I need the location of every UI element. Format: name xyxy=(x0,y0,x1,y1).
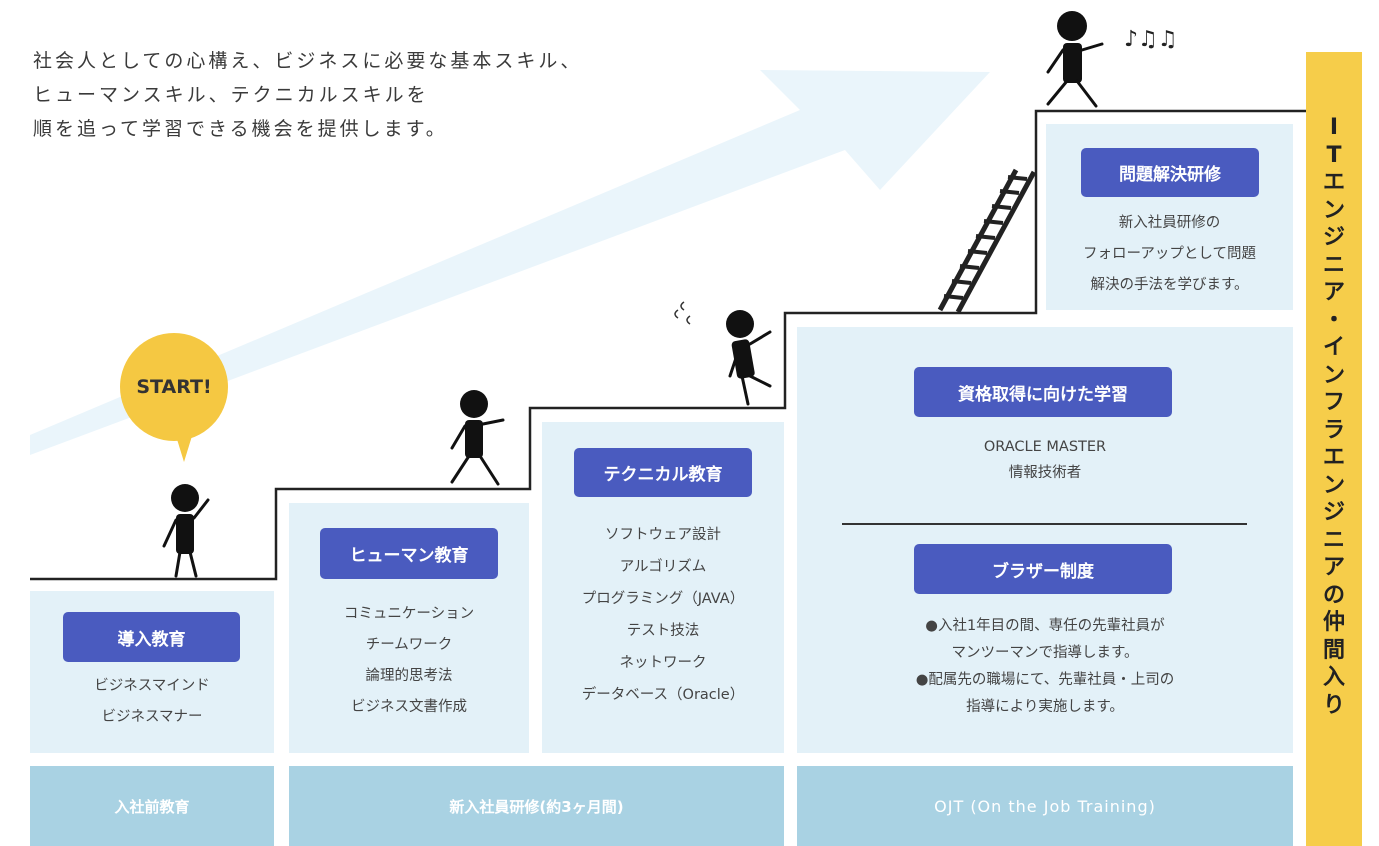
side-banner-char: ニ xyxy=(1322,252,1345,278)
side-banner-char: ジ xyxy=(1322,225,1345,250)
sweat-icon xyxy=(674,301,691,325)
phase-ojt: OJT (On the Job Training) xyxy=(797,766,1293,846)
ladder-icon xyxy=(937,168,1037,314)
side-banner-char: の xyxy=(1322,582,1345,608)
step-title-problem: 問題解決研修 xyxy=(1081,148,1259,197)
music-notes-icon: ♪♫♫ xyxy=(1124,27,1178,52)
person-icon-climbing xyxy=(726,310,772,406)
growth-arrow xyxy=(30,70,990,455)
step-title-brother: ブラザー制度 xyxy=(914,544,1172,594)
step-human-edu: ヒューマン教育 コミュニケーション チームワーク 論理的思考法 ビジネス文書作成 xyxy=(289,503,529,753)
ladder-rungs xyxy=(943,175,1028,300)
step-items-intro-edu: ビジネスマインド ビジネスマナー xyxy=(30,671,274,733)
side-banner-char: ラ xyxy=(1322,417,1345,443)
list-item: ●配属先の職場にて、先輩社員・上司の xyxy=(915,672,1175,688)
divider xyxy=(842,523,1247,525)
side-banner-char: ニ xyxy=(1322,527,1345,553)
step-items-human-edu: コミュニケーション チームワーク 論理的思考法 ビジネス文書作成 xyxy=(289,599,529,723)
start-label: START! xyxy=(136,376,212,398)
side-banner-char: ン xyxy=(1322,362,1345,388)
list-item: ソフトウェア設計 xyxy=(605,527,721,543)
list-item: 指導により実施します。 xyxy=(966,699,1124,715)
step-tech-edu: テクニカル教育 ソフトウェア設計 アルゴリズム プログラミング（JAVA） テス… xyxy=(542,422,784,753)
side-banner-char: イ xyxy=(1322,335,1345,360)
step-ojt: 資格取得に向けた学習 ORACLE MASTER 情報技術者 ブラザー制度 ●入… xyxy=(797,327,1293,753)
step-title-cert: 資格取得に向けた学習 xyxy=(914,367,1172,417)
person-icon-walking xyxy=(450,390,505,486)
step-intro-edu: 導入教育 ビジネスマインド ビジネスマナー xyxy=(30,591,274,753)
list-item: テスト技法 xyxy=(626,623,700,639)
list-item: 新入社員研修の xyxy=(1118,215,1221,231)
step-title-human-edu: ヒューマン教育 xyxy=(320,528,498,579)
person-icon-top xyxy=(1046,11,1104,108)
side-banner-char: 仲 xyxy=(1322,610,1345,635)
intro-line-1: 社会人としての心構え、ビジネスに必要な基本スキル、 xyxy=(33,50,583,72)
side-banner-char: ・ xyxy=(1322,307,1345,333)
side-banner-char: 入 xyxy=(1322,665,1345,690)
side-banner-char: エ xyxy=(1322,170,1345,195)
side-banner-char: り xyxy=(1322,692,1345,718)
step-problem: 問題解決研修 新入社員研修の フォローアップとして問題 解決の手法を学びます。 xyxy=(1046,124,1293,310)
side-banner-char: ア xyxy=(1322,555,1345,580)
list-item: フォローアップとして問題 xyxy=(1083,246,1256,262)
list-item: コミュニケーション xyxy=(343,606,475,622)
side-banner-char: ジ xyxy=(1322,500,1345,525)
list-item: 論理的思考法 xyxy=(365,668,453,684)
step-items-cert: ORACLE MASTER 情報技術者 xyxy=(797,434,1293,486)
list-item: プログラミング（JAVA） xyxy=(581,591,745,607)
step-title-tech-edu: テクニカル教育 xyxy=(574,448,752,497)
list-item: チームワーク xyxy=(365,637,453,653)
list-item: データベース（Oracle） xyxy=(581,687,745,703)
side-banner-char: ン xyxy=(1322,197,1345,223)
step-title-intro-edu: 導入教育 xyxy=(63,612,240,662)
side-banner-char: ン xyxy=(1322,472,1345,498)
list-item: マンツーマンで指導します。 xyxy=(951,645,1139,661)
intro-text: 社会人としての心構え、ビジネスに必要な基本スキル、 ヒューマンスキル、テクニカル… xyxy=(33,44,582,146)
list-item: ビジネスマインド xyxy=(94,678,210,694)
person-icon-start xyxy=(162,484,210,578)
stair-line xyxy=(30,109,1310,581)
list-item: ビジネス文書作成 xyxy=(351,699,467,715)
side-banner-char: エ xyxy=(1322,445,1345,470)
side-banner-char: フ xyxy=(1322,390,1345,415)
phase-pre: 入社前教育 xyxy=(30,766,274,846)
start-bubble: START! xyxy=(120,333,228,441)
intro-line-3: 順を追って学習できる機会を提供します。 xyxy=(33,118,448,140)
step-items-tech-edu: ソフトウェア設計 アルゴリズム プログラミング（JAVA） テスト技法 ネットワ… xyxy=(542,519,784,711)
phase-new-hire: 新入社員研修(約3ヶ月間) xyxy=(289,766,784,846)
list-item: 情報技術者 xyxy=(1008,465,1082,481)
list-item: ネットワーク xyxy=(619,655,707,671)
side-banner-char: I xyxy=(1329,115,1339,140)
list-item: ORACLE MASTER xyxy=(983,439,1107,455)
list-item: ●入社1年目の間、専任の先輩社員が xyxy=(925,618,1165,634)
list-item: 解決の手法を学びます。 xyxy=(1090,277,1249,293)
side-banner-char: T xyxy=(1326,142,1342,168)
list-item: アルゴリズム xyxy=(619,559,707,575)
side-banner-char: ア xyxy=(1322,280,1345,305)
step-items-brother: ●入社1年目の間、専任の先輩社員が マンツーマンで指導します。 ●配属先の職場に… xyxy=(797,613,1293,721)
side-banner-char: 間 xyxy=(1322,637,1345,663)
intro-line-2: ヒューマンスキル、テクニカルスキルを xyxy=(33,84,429,106)
step-items-problem: 新入社員研修の フォローアップとして問題 解決の手法を学びます。 xyxy=(1046,208,1293,301)
list-item: ビジネスマナー xyxy=(101,709,203,725)
